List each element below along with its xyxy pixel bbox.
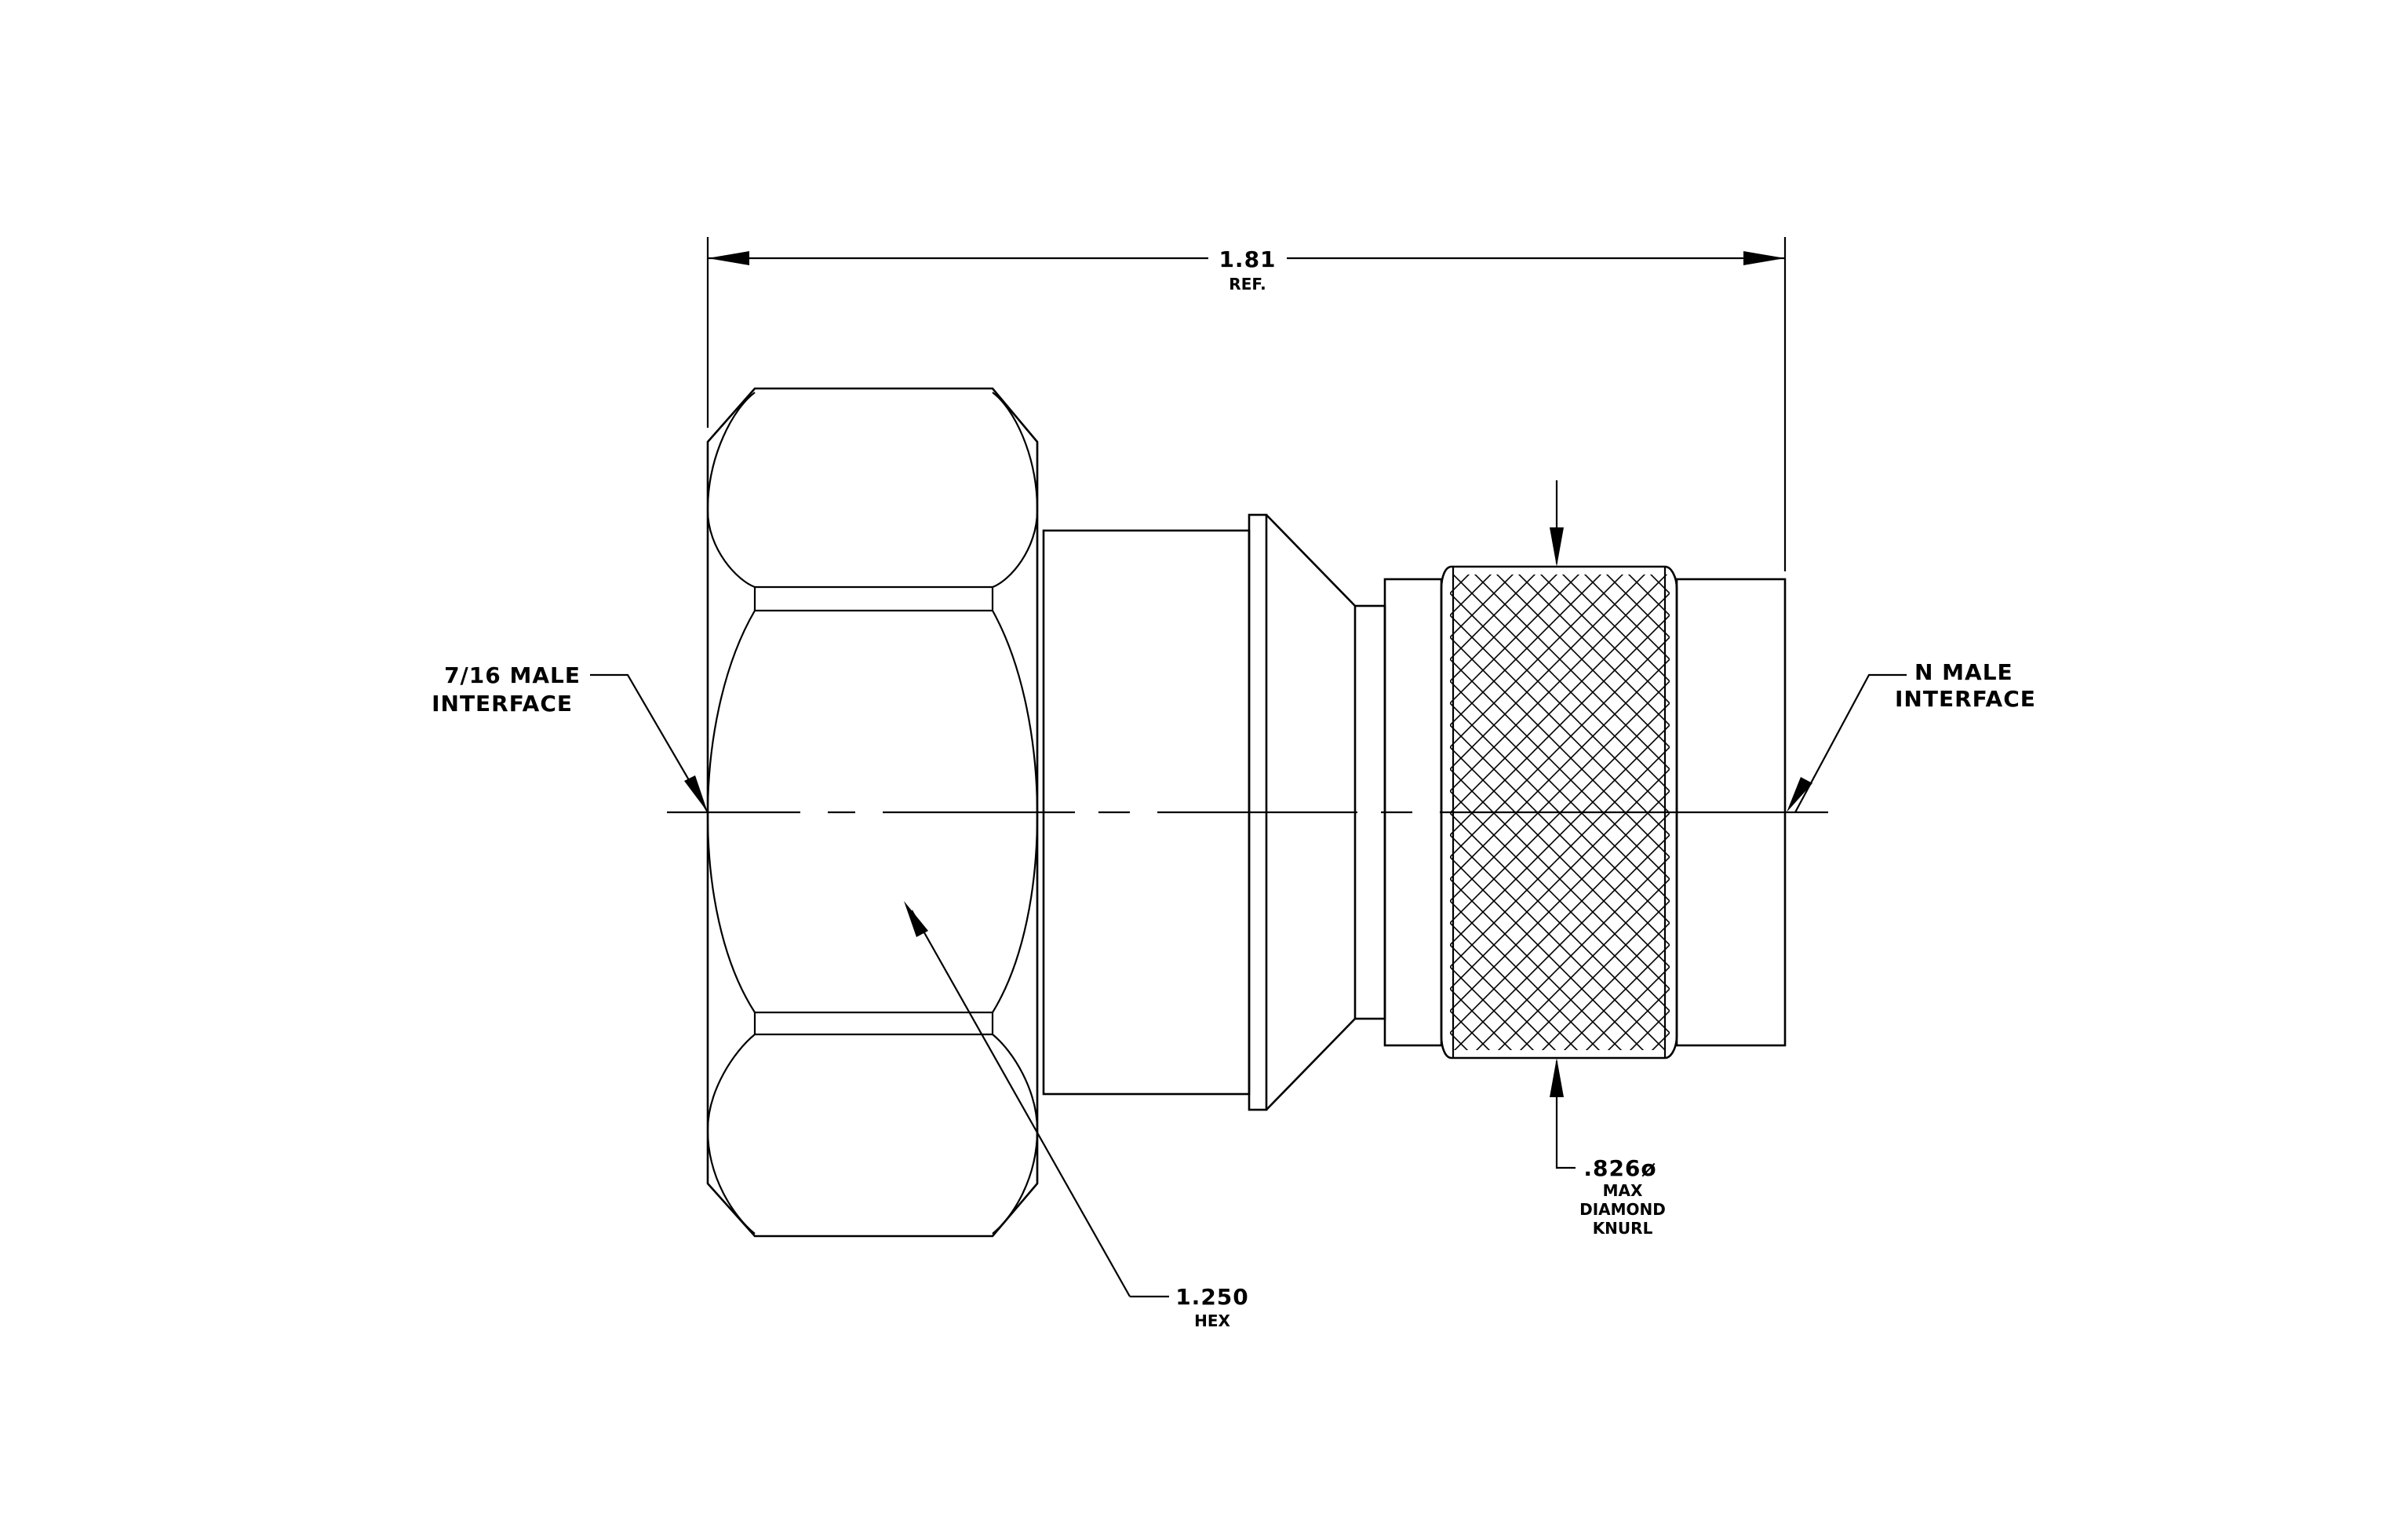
- hex-value: 1.250: [1175, 1284, 1249, 1310]
- knurl-value: .826ø: [1583, 1155, 1656, 1181]
- knurl-dimension: [1550, 480, 1576, 1169]
- knurl-line4: KNURL: [1593, 1219, 1653, 1238]
- left-interface-leader: [590, 673, 709, 813]
- left-interface-line2: INTERFACE: [432, 691, 573, 717]
- hex-note: HEX: [1194, 1311, 1230, 1330]
- overall-length-value: 1.81: [1219, 246, 1276, 272]
- right-interface-leader: [1787, 673, 1907, 813]
- left-interface-line1: 7/16 MALE: [444, 662, 581, 688]
- overall-length-dimension: [706, 237, 1787, 571]
- overall-length-note: REF.: [1229, 275, 1266, 294]
- hex-nut: [706, 387, 1039, 1238]
- knurl-line3: DIAMOND: [1579, 1200, 1666, 1219]
- right-interface-line1: N MALE: [1914, 659, 2013, 685]
- right-interface-line2: INTERFACE: [1895, 686, 2036, 712]
- hex-leader: [904, 901, 1169, 1298]
- knurl-line2: MAX: [1603, 1181, 1643, 1200]
